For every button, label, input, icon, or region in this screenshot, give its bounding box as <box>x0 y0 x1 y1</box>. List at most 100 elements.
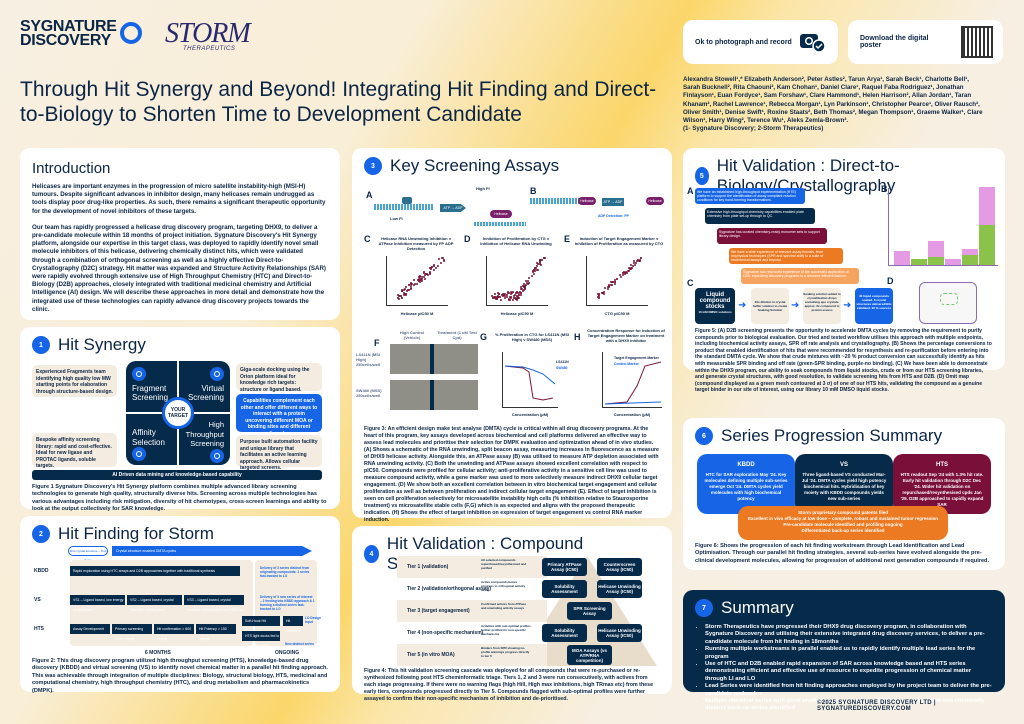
panel-label-c: C <box>364 234 371 244</box>
data-point <box>418 281 421 284</box>
data-point <box>442 260 445 262</box>
hit-synergy-quadrant: Fragment Screening Virtual Screening Aff… <box>126 361 230 465</box>
data-point <box>531 269 534 272</box>
figure-1-caption: Figure 1 Sygnature Discovery's Hit Syner… <box>32 484 327 513</box>
panel-label-c: C <box>687 278 694 288</box>
triage-diagram: Tier 1 (validation) Tier 2 (validation/o… <box>397 556 657 666</box>
data-point <box>530 274 533 277</box>
d2b-step-4: We have a wide experience of relevant as… <box>729 248 843 264</box>
row-label-vs: VS <box>34 597 41 603</box>
panel-label-h: H <box>574 332 581 342</box>
data-point <box>442 257 445 259</box>
data-point <box>607 283 610 286</box>
chart-e-title: Induction of Target Engagement Marker v … <box>574 236 664 246</box>
data-point <box>505 294 508 297</box>
ongoing-label: ONGOING <box>275 650 300 656</box>
data-point <box>425 272 428 275</box>
f-column-2: Treatment (1 uM Test Cpd) <box>437 330 477 340</box>
affiliations: (1- Sygnature Discovery; 2-Storm Therape… <box>683 125 824 133</box>
footer-copyright: ©2025 SYGNATURE DISCOVERY LTD | SYGNATUR… <box>817 700 936 712</box>
data-point <box>520 293 523 296</box>
helicase-unwinding-box: Helicase Unwinding Assay (IC50) <box>597 580 642 598</box>
data-point <box>501 294 504 297</box>
data-point <box>398 294 401 297</box>
quencher-icon <box>402 197 412 204</box>
row-label-hts: HTS <box>34 626 44 632</box>
data-point <box>404 288 407 291</box>
data-point <box>634 264 636 267</box>
omit-map-image <box>919 282 977 324</box>
tier-3-label: Tier 3 (target engagement) <box>407 608 470 614</box>
timeline-pill: First crystal structure – Tool X-ray <box>68 546 108 562</box>
chart-c-scatter <box>386 256 448 306</box>
data-point <box>614 281 617 284</box>
storm-outcome-box: Storm proprietary compound patents filed… <box>738 506 948 540</box>
data-point <box>519 292 522 295</box>
data-point <box>602 291 605 294</box>
data-point <box>498 296 501 299</box>
tier-2-desc: Active compounds/series progress to orth… <box>481 580 526 592</box>
data-point <box>535 269 538 272</box>
download-poster-card[interactable]: Download the digital poster <box>848 20 1003 64</box>
panel-label-g: G <box>480 332 488 342</box>
data-point <box>400 290 403 293</box>
f-column-1: High Control (Vehicle) <box>399 330 425 340</box>
sygnature-ring-icon <box>120 22 142 44</box>
data-point <box>519 291 522 294</box>
photo-permission-card: Ok to photograph and record <box>683 20 838 64</box>
g-legend-1: LS411N <box>556 360 569 364</box>
data-point <box>410 285 413 288</box>
six-months-label: 6 MONTHS <box>145 650 171 656</box>
qr-code-icon[interactable] <box>961 26 993 58</box>
data-point <box>517 292 520 295</box>
data-point <box>635 261 638 264</box>
data-point <box>509 297 512 300</box>
data-point <box>423 277 426 280</box>
data-point <box>428 266 431 269</box>
chart-d-xlabel: Helicase pIC50 M <box>500 311 534 316</box>
data-point <box>418 276 421 279</box>
data-point <box>432 264 435 267</box>
data-point <box>517 293 520 296</box>
data-point <box>524 284 527 287</box>
d2b-step-2: Extensive high-throughput chemistry capa… <box>705 208 815 224</box>
data-point <box>604 287 607 290</box>
data-point <box>403 293 406 296</box>
data-point <box>494 296 497 299</box>
figure-2-caption: Figure 2: This drug discovery program ut… <box>32 658 328 694</box>
atp-adp-arrow: ATP → ADP <box>440 204 466 212</box>
data-point <box>491 297 494 300</box>
section-title: Series Progression Summary <box>721 426 943 445</box>
data-point <box>403 289 405 292</box>
hts-bar-2: Primary screening 220K cmpds <box>112 624 152 641</box>
data-point <box>619 276 622 279</box>
d2b-step-1: We have an established high-throughput e… <box>695 188 805 204</box>
chart-c-xlabel: Helicase pIC50 M <box>400 311 434 316</box>
vs-bar-1: VS1 – Ligand based, low energy conformat… <box>70 595 125 612</box>
data-point <box>413 279 416 282</box>
vs-bar-2: VS2 – Ligand based, crystal structure co… <box>127 595 182 612</box>
data-point <box>622 271 625 274</box>
data-point <box>624 272 627 275</box>
data-point <box>628 266 631 269</box>
data-point <box>515 294 518 297</box>
data-point <box>629 264 632 267</box>
data-point <box>638 260 641 263</box>
data-point <box>607 288 610 291</box>
data-point <box>402 292 405 295</box>
chart-c-title: Helicase RNA Unwinding Inhibition v ATPa… <box>378 236 454 251</box>
data-point <box>520 285 523 288</box>
quadrant-hts: High Throughput Screening <box>185 420 224 448</box>
data-point <box>523 288 526 291</box>
data-point <box>536 263 539 266</box>
data-point <box>635 259 638 262</box>
summary-list: Storm Therapeutics have progressed their… <box>695 624 993 713</box>
data-point <box>533 269 536 272</box>
chart-d-title: Inhibition of Proliferation by CTG v Inh… <box>480 236 552 246</box>
storm-logo: STORM THERAPEUTICS <box>165 18 251 52</box>
target-center: YOUR TARGET <box>162 397 194 429</box>
data-point <box>540 258 543 261</box>
